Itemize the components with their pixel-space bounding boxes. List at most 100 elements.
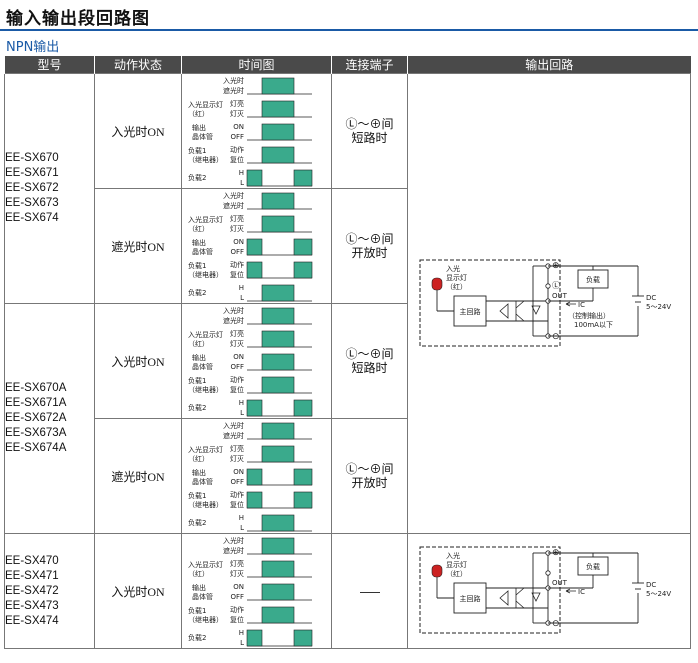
model-name: EE-SX473 xyxy=(5,599,59,612)
table-row: EE-SX470 EE-SX471 EE-SX472 EE-SX473 EE-S… xyxy=(4,533,691,649)
voltage-label: 5～24V xyxy=(646,590,671,598)
label-off: OFF xyxy=(230,478,244,486)
signal-high-pulse xyxy=(261,146,295,164)
label-load2: 负载2 xyxy=(188,403,206,412)
signal-high-pulse xyxy=(293,261,313,279)
signal-high-pulse xyxy=(261,284,295,302)
timing-chart: 入光时遮光时入光显示灯（红）灯亮灯灭输出晶体管ONOFF负载1（继电器）动作复位… xyxy=(188,76,313,187)
state-cell: 遮光时ON xyxy=(94,188,182,304)
signal-high-pulse xyxy=(261,123,295,141)
indicator-led-icon xyxy=(431,564,443,578)
timing-chart: 入光时遮光时入光显示灯（红）灯亮灯灭输出晶体管ONOFF负载1（继电器）动作复位… xyxy=(188,306,313,417)
label-transistor: 晶体管 xyxy=(192,592,213,601)
label-load1: 负载1 xyxy=(188,146,206,155)
l-terminal-icon: Ⓛ xyxy=(345,347,358,361)
label-high: H xyxy=(239,284,244,292)
signal-high-pulse xyxy=(293,629,313,647)
terminal-cell: Ⓛ～⊕间 开放时 xyxy=(331,188,408,304)
terminal-cell: Ⓛ～⊕间 短路时 xyxy=(331,303,408,419)
label-reset: 复位 xyxy=(230,385,244,394)
signal-high-pulse xyxy=(261,422,295,440)
circuit-indicator-label: 入光 xyxy=(446,264,460,273)
label-output: 输出 xyxy=(192,583,206,592)
model-name: EE-SX670A xyxy=(5,382,67,394)
current-arrow-icon xyxy=(565,301,576,306)
label-operate: 动作 xyxy=(230,145,244,154)
label-lamp-on: 灯亮 xyxy=(230,329,244,338)
plus-terminal-icon: ⊕ xyxy=(369,462,382,476)
label-on: ON xyxy=(233,468,244,476)
terminal-cell xyxy=(331,533,408,649)
signal-high-pulse xyxy=(246,629,263,647)
model-name: EE-SX674 xyxy=(5,212,59,224)
label-load1: 负载1 xyxy=(188,606,206,615)
transistor-icon xyxy=(515,300,525,321)
circuit-indicator-red: （红） xyxy=(446,282,467,291)
plus-terminal-icon: ⊕ xyxy=(369,117,382,131)
label-reset: 复位 xyxy=(230,270,244,279)
label-lamp-on: 灯亮 xyxy=(230,214,244,223)
model-name: EE-SX671A xyxy=(5,397,67,409)
signal-high-pulse xyxy=(293,491,313,509)
label-indicator: 入光显示灯 xyxy=(188,330,223,339)
label-relay: （继电器） xyxy=(188,615,223,624)
signal-high-pulse xyxy=(246,169,263,187)
signal-high-pulse xyxy=(261,353,295,371)
model-list: EE-SX670A EE-SX671A EE-SX672A EE-SX673A … xyxy=(4,303,95,534)
load-label: 负载 xyxy=(586,275,600,284)
dc-label: DC xyxy=(646,581,656,589)
label-operate: 动作 xyxy=(230,490,244,499)
terminal-dot xyxy=(545,570,551,576)
dc-label: DC xyxy=(646,294,656,302)
label-indicator-red: （红） xyxy=(188,454,209,463)
minus-terminal-icon: ⊖ xyxy=(552,332,560,342)
label-relay: （继电器） xyxy=(188,500,223,509)
main-circuit-box xyxy=(453,295,487,326)
label-load1: 负载1 xyxy=(188,491,206,500)
page-title: 输入输出段回路图 xyxy=(6,9,150,29)
model-list: EE-SX670 EE-SX671 EE-SX672 EE-SX673 EE-S… xyxy=(4,73,95,304)
signal-high-pulse xyxy=(261,583,295,601)
label-off: OFF xyxy=(230,248,244,256)
signal-high-pulse xyxy=(246,261,263,279)
model-name: EE-SX472 xyxy=(5,584,59,597)
label-light-in: 入光时 xyxy=(223,306,244,315)
model-name: EE-SX672A xyxy=(5,412,67,424)
terminal-condition: 短路时 xyxy=(351,131,388,145)
model-name: EE-SX674A xyxy=(5,442,67,454)
label-on: ON xyxy=(233,353,244,361)
label-indicator-red: （红） xyxy=(188,569,209,578)
signal-high-pulse xyxy=(293,169,313,187)
model-name: EE-SX671 xyxy=(5,167,59,179)
model-list: EE-SX470 EE-SX471 EE-SX472 EE-SX473 EE-S… xyxy=(4,533,95,649)
signal-high-pulse xyxy=(261,514,295,532)
label-high: H xyxy=(239,629,244,637)
label-reset: 复位 xyxy=(230,155,244,164)
timing-chart: 入光时遮光时入光显示灯（红）灯亮灯灭输出晶体管ONOFF负载1（继电器）动作复位… xyxy=(188,421,313,532)
label-high: H xyxy=(239,514,244,522)
between-text: 间 xyxy=(381,347,394,361)
label-indicator-red: （红） xyxy=(188,109,209,118)
zener-icon xyxy=(531,305,541,315)
label-operate: 动作 xyxy=(230,260,244,269)
label-light-in: 入光时 xyxy=(223,421,244,430)
label-load2: 负载2 xyxy=(188,633,206,642)
label-on: ON xyxy=(233,583,244,591)
label-indicator: 入光显示灯 xyxy=(188,445,223,454)
terminal-dot xyxy=(545,282,551,289)
between-text: 间 xyxy=(381,232,394,246)
label-load1: 负载1 xyxy=(188,376,206,385)
between-text: 间 xyxy=(381,117,394,131)
state-cell: 遮光时ON xyxy=(94,418,182,534)
main-circuit-label: 主回路 xyxy=(460,307,481,316)
label-low: L xyxy=(240,409,244,417)
model-name: EE-SX670 xyxy=(5,152,59,164)
label-transistor: 晶体管 xyxy=(192,132,213,141)
tilde: ～ xyxy=(357,232,370,246)
label-light-block: 遮光时 xyxy=(223,86,244,95)
signal-high-pulse xyxy=(261,445,295,463)
label-low: L xyxy=(240,524,244,532)
table-row: EE-SX670 EE-SX671 EE-SX672 EE-SX673 EE-S… xyxy=(4,73,691,534)
